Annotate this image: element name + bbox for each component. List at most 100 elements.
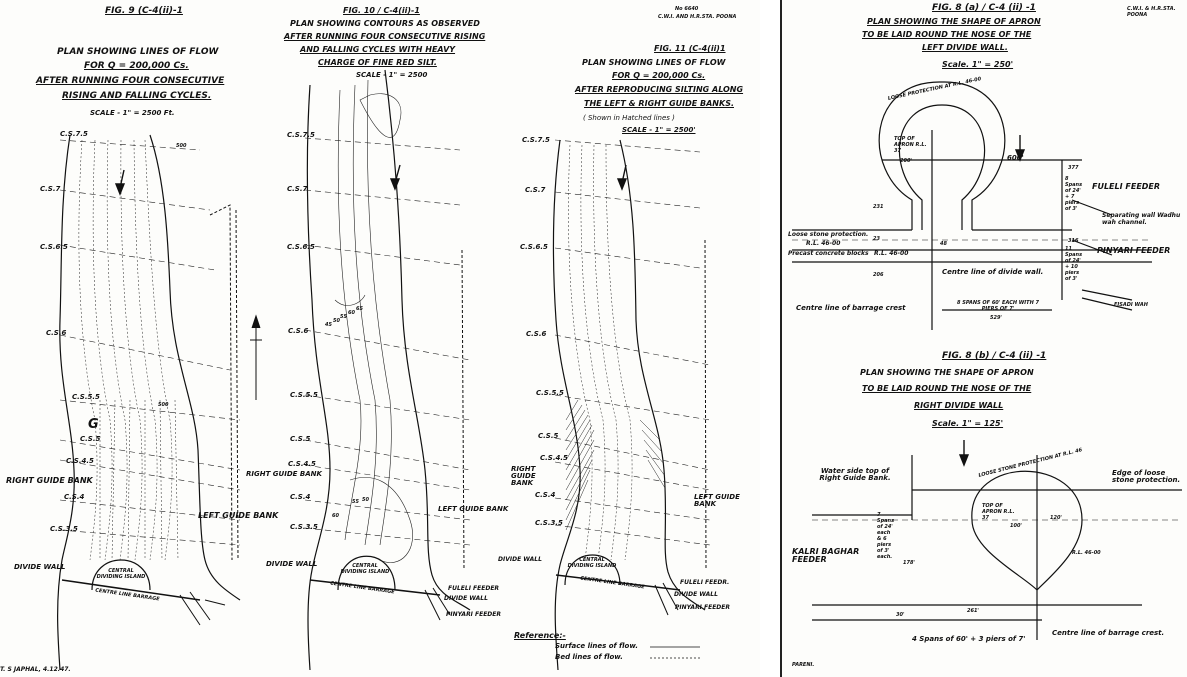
fig10-pinyari-label: PINYARI FEEDER (446, 611, 502, 618)
fig11-divide-wall-left-label: DIVIDE WALL (498, 556, 542, 563)
fig8b-top-apron: TOP OF APRON R.L. 37 (982, 503, 1015, 521)
fig11-cs-label: C.S.4 (535, 491, 556, 499)
fig10-title-1: PLAN SHOWING CONTOURS AS OBSERVED (290, 19, 480, 28)
fig8b-apron-outline (971, 470, 1083, 591)
fig8b-water-side: Water side top of Right Guide Bank. (819, 467, 891, 482)
fig9-signature: T. S JAPHAL, 4.12.47. (0, 666, 71, 673)
barrage-lines (61, 574, 681, 601)
fig10-number: FIG. 10 / C-4(ii)-1 (343, 6, 420, 15)
fig10-title-2: AFTER RUNNING FOUR CONSECUTIVE RISING (284, 32, 486, 41)
fig11-reference-title: Reference:- (514, 631, 566, 640)
fig8a-top-apron: TOP OF APRON R.L. 37 (894, 136, 927, 154)
right-plate-drawing (792, 81, 1182, 640)
fig10-contour-value: 55 (352, 499, 359, 505)
fig9-right-bank (57, 134, 75, 671)
fig10-contour-value: 65 (356, 306, 363, 312)
fig8a-dim-231: 231 (873, 204, 884, 210)
plate-gap (760, 0, 780, 677)
fig10-cs-label: C.S.5 (290, 435, 311, 443)
fig8a-rl46: R.L. 46-00 (806, 240, 841, 247)
fig9-cs-label: C.S.7.5 (60, 130, 88, 138)
right-plate-figures-8a-8b: C.W.I. & H.R.STA. POONA FIG. 8 (a) / C-4… (780, 0, 1187, 677)
fig8a-dim-206: 206 (873, 272, 884, 278)
fig8a-dim-48: 48 (940, 241, 947, 247)
fig9-cs-label: C.S.7 (40, 185, 61, 193)
fig8a-title-2: TO BE LAID ROUND THE NOSE OF THE (862, 30, 1032, 39)
fig9-cs-label: C.S.4 (64, 493, 85, 501)
fig10-contour-value: 60 (332, 513, 339, 519)
fig8a-rl46b: R.L. 46-00 (874, 250, 909, 257)
fig11-title-2: FOR Q = 200,000 Cs. (612, 71, 706, 80)
fig10-contours (334, 79, 413, 563)
fig10-left-bank (384, 69, 471, 611)
fig8-dashed-lines (792, 239, 1182, 521)
fig8b-dim-261: 261' (967, 608, 979, 614)
fig11-scale: SCALE - 1" = 2500' (622, 126, 696, 134)
drawing-number: No 6640 (675, 6, 699, 12)
fig9-number: FIG. 9 (C-4(ii)-1 (105, 6, 183, 16)
fig9-value-label: 500 (176, 143, 187, 149)
fig8a-spans-a: 8 Spans of 24' + 7 piers of 3' (1065, 176, 1083, 212)
fig8a-dim-316: 316 (1068, 238, 1079, 244)
fig11-central-island-label: CENTRAL DIVIDING ISLAND (567, 557, 617, 569)
fig8a-title-1: PLAN SHOWING THE SHAPE OF APRON (867, 17, 1041, 26)
fig9-divide-wall-label: DIVIDE WALL (14, 563, 66, 571)
flow-arrows (114, 164, 628, 196)
fig11-note: ( Shown in Hatched lines ) (583, 114, 675, 122)
fig10-cs-label: C.S.7 (287, 185, 308, 193)
fig8b-signature: PARENI. (792, 662, 815, 668)
fig8-arrows (958, 135, 1026, 467)
fig8a-apron-outline (878, 81, 1006, 230)
fig11-number: FIG. 11 (C-4(ii)1 (654, 44, 726, 53)
fig8a-centre-divide: Centre line of divide wall. (942, 268, 1044, 276)
fig8b-edge-loose: Edge of loose stone protection. (1112, 469, 1181, 484)
fig11-reference-surface: Surface lines of flow. (555, 642, 639, 650)
fig8a-apron-inner (898, 104, 986, 230)
fig8a-dim-377: 377 (1068, 165, 1079, 171)
fig9-central-island-label: CENTRAL DIVIDING ISLAND (96, 568, 146, 580)
fig10-central-island-label: CENTRAL DIVIDING ISLAND (340, 563, 390, 575)
fig8a-station-label: C.W.I. & H.R.STA. POONA (1127, 6, 1176, 18)
fig9-left-guide-bank-label: LEFT GUIDE BANK (198, 511, 279, 520)
fig8b-dim-178: 178' (903, 560, 915, 566)
fig8a-spans-b: 11 Spans of 24' + 10 piers of 3' (1065, 246, 1083, 282)
fig10-contour-value: 50 (362, 497, 369, 503)
fig10-divide-wall-left-label: DIVIDE WALL (266, 560, 318, 568)
fig8a-r600: 600' (1007, 154, 1024, 162)
fig8b-r120: 120' (1050, 515, 1062, 521)
fig8a-scale: Scale. 1" = 250' (942, 60, 1014, 69)
left-plate-drawing (57, 69, 711, 671)
fig9-title-2: FOR Q = 200,000 Cs. (84, 61, 189, 71)
fig11-fuleli-label: FULELI FEEDR. (680, 579, 730, 586)
fig10-contour-value: 45 (325, 322, 332, 328)
feeders (179, 582, 679, 626)
fig10-cs-label: C.S.6.5 (287, 243, 315, 251)
central-dividing-islands (91, 554, 621, 591)
fig10-right-guide-bank-label: RIGHT GUIDE BANK (246, 470, 322, 478)
fig9-left-bank (149, 134, 241, 601)
fig10-cs-label: C.S.6 (288, 327, 309, 335)
fig9-cs-label: C.S.5 (80, 435, 101, 443)
fig11-cs-label: C.S.6.5 (520, 243, 548, 251)
fig9-flow-lines (78, 139, 179, 561)
fig11-flow-lines (568, 144, 633, 561)
left-plate-figures-9-10-11: FIG. 9 (C-4(ii)-1 PLAN SHOWING LINES OF … (0, 6, 744, 673)
fig8a-title-3: LEFT DIVIDE WALL. (922, 43, 1008, 52)
fig10-contour-value: 55 (340, 314, 347, 320)
fig9-g-mark: G (88, 417, 99, 432)
fig11-left-bank (619, 139, 706, 611)
fig8b-title-2: TO BE LAID ROUND THE NOSE OF THE (862, 384, 1032, 393)
fig8b-title-1: PLAN SHOWING THE SHAPE OF APRON (860, 368, 1034, 377)
fig8b-rl46: R.L. 46-00 (1072, 550, 1101, 556)
fig8b-scale: Scale. 1" = 125' (932, 419, 1004, 428)
fig9-scale: SCALE - 1" = 2500 Ft. (90, 109, 175, 117)
fig10-fuleli-label: FULELI FEEDER (448, 585, 500, 592)
reference-legend-lines (650, 646, 700, 659)
fig11-reference-bed: Bed lines of flow. (555, 653, 623, 661)
fig11-right-guide-bank-label: RIGHT GUIDE BANK (511, 465, 536, 487)
fig10-title-4: CHARGE OF FINE RED SILT. (318, 58, 437, 67)
fig8a-fuleli-label: FULELI FEEDER (1092, 182, 1161, 191)
fig8b-dim-30: 30' (896, 612, 905, 618)
fig11-title-1: PLAN SHOWING LINES OF FLOW (582, 58, 726, 67)
fig9-cs-label: C.S.6 (46, 329, 67, 337)
